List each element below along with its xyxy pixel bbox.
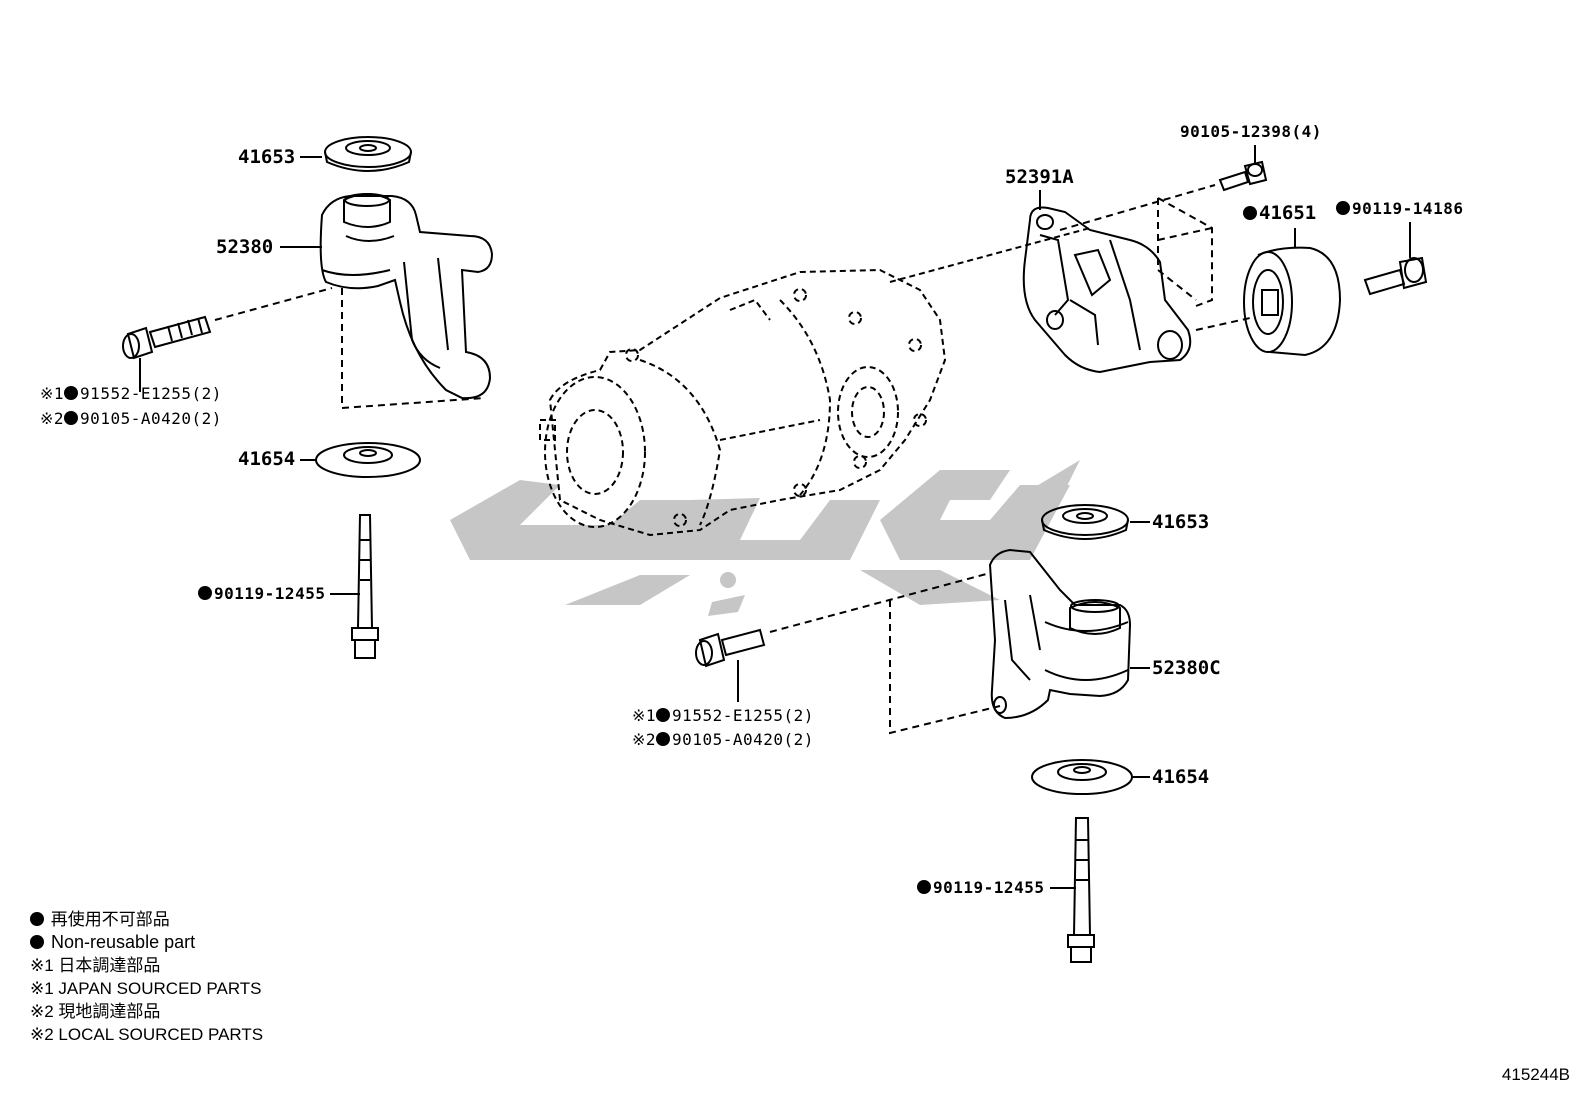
diagram-code: 415244B [1501, 1065, 1570, 1084]
legend-jp-nonreusable: 再使用不可部品 [30, 908, 263, 931]
dash-left-bolt [214, 287, 333, 321]
nonreusable-dot-icon [30, 912, 44, 926]
label-bolt2-mid: ※2 90105-A0420(2) [632, 732, 814, 748]
legend-jp-nonreusable-text: 再使用不可部品 [50, 910, 170, 929]
bolt-90105-12398 [1218, 160, 1268, 192]
bracket-52391A [1022, 206, 1192, 374]
nonreusable-dot-icon [30, 935, 44, 949]
label-41654-left: 41654 [238, 448, 296, 470]
bolt-mid-horizontal [695, 628, 766, 668]
legend-jp-japan: ※1 日本調達部品 [30, 956, 161, 975]
mount-bracket-52380 [319, 193, 494, 400]
bolt-90119-right-number: 90119-12455 [933, 878, 1045, 897]
insulator-41654-left [315, 442, 421, 478]
rear-differential [539, 227, 1091, 537]
label-52391A: 52391A [1005, 166, 1074, 188]
legend-en-japan: ※1 JAPAN SOURCED PARTS [30, 979, 262, 998]
label-52380: 52380 [216, 236, 274, 258]
insulator-41653-right [1041, 504, 1129, 540]
label-41653-top: 41653 [238, 146, 296, 168]
bolt-90119-14186-number: 90119-14186 [1352, 199, 1464, 218]
label-90119-14186: 90119-14186 [1336, 201, 1463, 217]
note2-mid-mark: ※2 [632, 730, 657, 749]
nonreusable-dot-icon [656, 732, 671, 746]
label-41653-right: 41653 [1152, 511, 1210, 533]
label-bolt1-mid: ※1 91552-E1255(2) [632, 708, 814, 724]
label-41651: 41651 [1243, 204, 1316, 223]
insulator-41653-top [324, 136, 412, 172]
nonreusable-dot-icon [1336, 201, 1350, 215]
bolt-90119-14186 [1363, 256, 1428, 296]
bolt2-left-number: 90105-A0420(2) [80, 409, 222, 428]
bolt1-left-number: 91552-E1255(2) [80, 384, 222, 403]
note1-mid-mark: ※1 [632, 706, 657, 725]
label-52380C: 52380C [1152, 657, 1221, 679]
nonreusable-dot-icon [64, 411, 79, 425]
label-90119-right: 90119-12455 [917, 880, 1044, 896]
label-90119-left: 90119-12455 [198, 586, 325, 602]
note1-left-mark: ※1 [40, 384, 65, 403]
bolt1-mid-number: 91552-E1255(2) [672, 706, 814, 725]
bolt-90119-left-number: 90119-12455 [214, 584, 326, 603]
long-bolt-left [351, 514, 379, 659]
mount-bracket-52380C [988, 548, 1132, 720]
legend-en-nonreusable: Non-reusable part [30, 931, 263, 954]
bushing-41651 [1243, 246, 1342, 357]
long-bolt-right [1067, 817, 1095, 963]
nonreusable-dot-icon [917, 880, 931, 894]
bushing-41651-number: 41651 [1259, 202, 1317, 224]
label-90105-12398: 90105-12398(4) [1180, 122, 1322, 141]
label-bolt1-left: ※1 91552-E1255(2) [40, 386, 222, 402]
legend-en-local: ※2 LOCAL SOURCED PARTS [30, 1025, 264, 1044]
bolt2-mid-number: 90105-A0420(2) [672, 730, 814, 749]
nonreusable-dot-icon [656, 708, 671, 722]
note2-left-mark: ※2 [40, 409, 65, 428]
label-bolt2-left: ※2 90105-A0420(2) [40, 411, 222, 427]
watermark-logo [450, 460, 1080, 616]
nonreusable-dot-icon [198, 586, 212, 600]
label-41654-right: 41654 [1152, 766, 1210, 788]
nonreusable-dot-icon [64, 386, 79, 400]
legend: 再使用不可部品 Non-reusable part ※1 日本調達部品 ※1 J… [30, 908, 263, 1046]
legend-jp-local: ※2 現地調達部品 [30, 1002, 161, 1021]
legend-en-nonreusable-text: Non-reusable part [51, 932, 196, 952]
nonreusable-dot-icon [1243, 206, 1257, 220]
insulator-41654-right [1031, 759, 1133, 795]
bolt-left-horizontal [122, 315, 212, 360]
